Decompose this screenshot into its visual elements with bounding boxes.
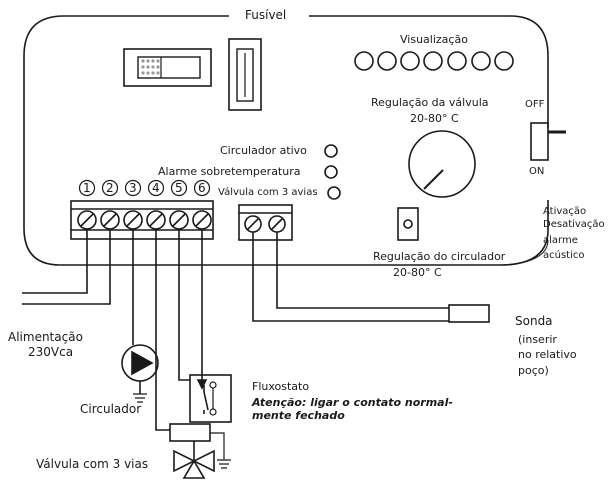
valve-body [173,449,196,473]
switch-on-label: ON [529,166,545,177]
display-module-dots [141,59,160,75]
terminal-1: 1 [83,181,91,195]
alarm-toggle-line1: Ativação [543,206,587,217]
terminal-2: 2 [106,181,114,195]
flow-switch-label: Fluxostato [252,380,310,393]
alarm-switch [530,122,549,161]
valve-knob-pointer [423,169,444,190]
display-module [123,48,212,87]
pump-active-led [324,144,338,158]
valve-3way-label: Válvula com 3 vias [36,457,149,471]
terminal-4: 4 [152,181,160,195]
alarm-toggle-line4: acústico [543,250,585,261]
fuse-label: Fusível [245,8,287,22]
terminal-block-main [70,200,214,240]
valve-3way-led-label: Válvula com 3 avias [218,187,318,198]
terminal-3: 3 [129,181,137,195]
display-window [137,56,201,79]
power-wire-1 [22,230,88,294]
probe-wire-2 [276,232,449,309]
probe-note-line2: no relativo [518,348,577,361]
terminal-block-probe [238,204,293,241]
flow-switch [189,374,232,423]
probe-label: Sonda [515,314,553,328]
fuse-holder [228,38,262,111]
pump-ground [133,393,147,403]
circ-reg-range: 20-80° C [393,266,442,279]
terminal-screws [77,210,212,230]
valve-ground [210,432,231,469]
power-supply-line1: Alimentação [8,330,83,344]
alarm-leader [509,239,549,266]
terminal-number-circles [78,179,211,197]
probe-note-line1: (inserir [518,333,557,346]
probe-sensor [448,304,490,323]
switch-off-label: OFF [525,99,545,110]
probe-wire-1 [252,232,449,322]
fuse-element [236,48,254,102]
valve-3way-led-circle [327,186,341,200]
pump-active-label: Circulador ativo [220,144,307,157]
terminal-6: 6 [198,181,206,195]
alarm-toggle-line3: alarme [543,235,578,246]
valve-reg-title: Regulação da válvula [371,96,489,109]
overheat-alarm-label: Alarme sobretemperatura [158,165,301,178]
valve-reg-range: 20-80° C [410,112,459,125]
alarm-toggle-line2: Desativação [543,219,605,230]
display-label: Visualização [400,33,468,46]
circulator-label: Circulador [80,402,142,416]
circ-trimmer [397,207,419,241]
valve-wire [155,230,170,431]
enclosure-outline [23,15,549,266]
power-supply-line2: 230Vca [28,345,74,359]
valve-actuator [169,423,211,442]
probe-note-line3: poço) [518,364,549,377]
warning-line2: mente fechado [252,409,345,422]
circ-reg-title: Regulação do circulador [373,250,506,263]
warning-line1: Atenção: ligar o contato normal- [252,396,453,409]
overheat-alarm-led [324,165,338,179]
terminal-5: 5 [175,181,183,195]
valve-knob [408,130,476,198]
power-wire-2 [22,230,111,305]
display-leds [354,51,514,71]
flow-switch-wire-1 [178,230,190,381]
